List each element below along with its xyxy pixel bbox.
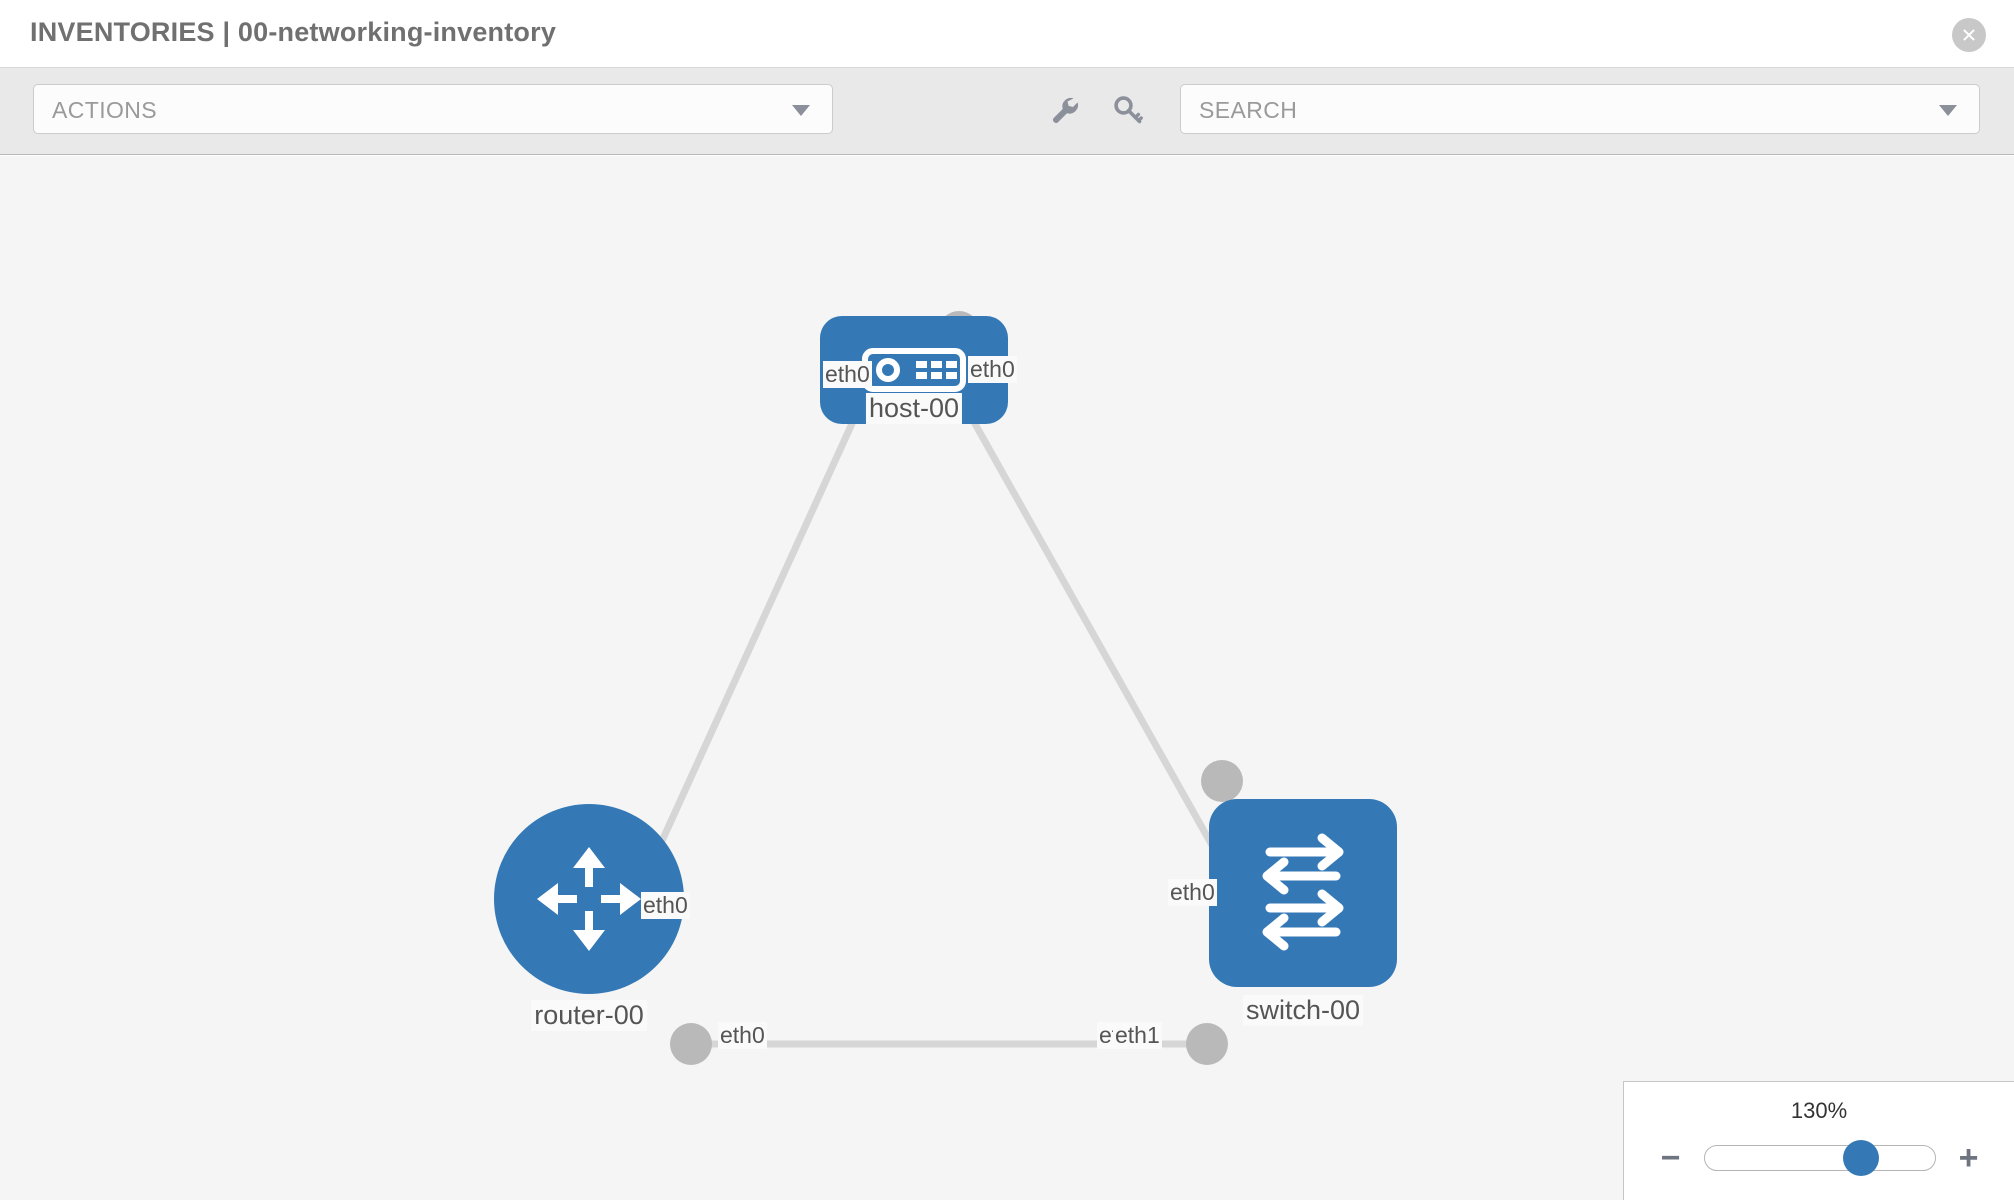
chevron-down-icon[interactable]	[1939, 105, 1957, 116]
connector-switch-top[interactable]	[1201, 760, 1243, 802]
topology-edges	[642, 404, 1226, 1048]
app-header: INVENTORIES | 00-networking-inventory	[0, 0, 2014, 68]
search-input[interactable]: SEARCH	[1180, 84, 1980, 134]
zoom-level-label: 130%	[1790, 1098, 1848, 1123]
chevron-down-icon	[792, 105, 810, 116]
close-icon[interactable]	[1952, 18, 1986, 52]
wrench-icon[interactable]	[1047, 92, 1083, 128]
server-device-icon	[862, 348, 966, 392]
iface-label-switch-left-eth1: eth1	[1113, 1022, 1162, 1049]
iface-label-switch-up: eth0	[1168, 879, 1217, 906]
topology-node-switch-00[interactable]: switch-00	[1209, 799, 1397, 1026]
zoom-control-row: − +	[1624, 1134, 2014, 1182]
zoom-out-button[interactable]: −	[1660, 1139, 1681, 1177]
zoom-slider-thumb[interactable]	[1842, 1140, 1879, 1176]
connector-switch-left[interactable]	[1186, 1023, 1228, 1065]
connector-router-right[interactable]	[670, 1023, 712, 1065]
iface-label-router-right: eth0	[718, 1022, 767, 1049]
topology-node-router-00[interactable]: router-00	[494, 804, 684, 1031]
edge-host-router	[642, 404, 864, 878]
zoom-slider[interactable]	[1703, 1140, 1936, 1176]
topology-canvas[interactable]: host-00 router-00	[0, 156, 2014, 1200]
iface-label-router-up: eth0	[641, 892, 690, 919]
page-title: INVENTORIES | 00-networking-inventory	[30, 17, 557, 47]
search-placeholder: SEARCH	[1199, 97, 1298, 123]
actions-dropdown[interactable]: ACTIONS	[33, 84, 833, 134]
router-node-label: router-00	[531, 1000, 647, 1031]
router-arrows-icon	[537, 847, 641, 951]
iface-label-host-right: eth0	[968, 356, 1017, 383]
zoom-control-panel: 130% − +	[1623, 1081, 2014, 1200]
key-icon[interactable]	[1110, 92, 1146, 128]
edge-host-switch	[961, 404, 1226, 865]
iface-label-host-left: eth0	[823, 361, 872, 388]
actions-dropdown-label: ACTIONS	[52, 97, 158, 123]
switch-arrows-icon	[1262, 833, 1344, 951]
switch-node-shape	[1209, 799, 1397, 987]
zoom-in-button[interactable]: +	[1958, 1139, 1979, 1177]
switch-node-label: switch-00	[1242, 995, 1364, 1026]
host-node-label: host-00	[865, 393, 963, 424]
